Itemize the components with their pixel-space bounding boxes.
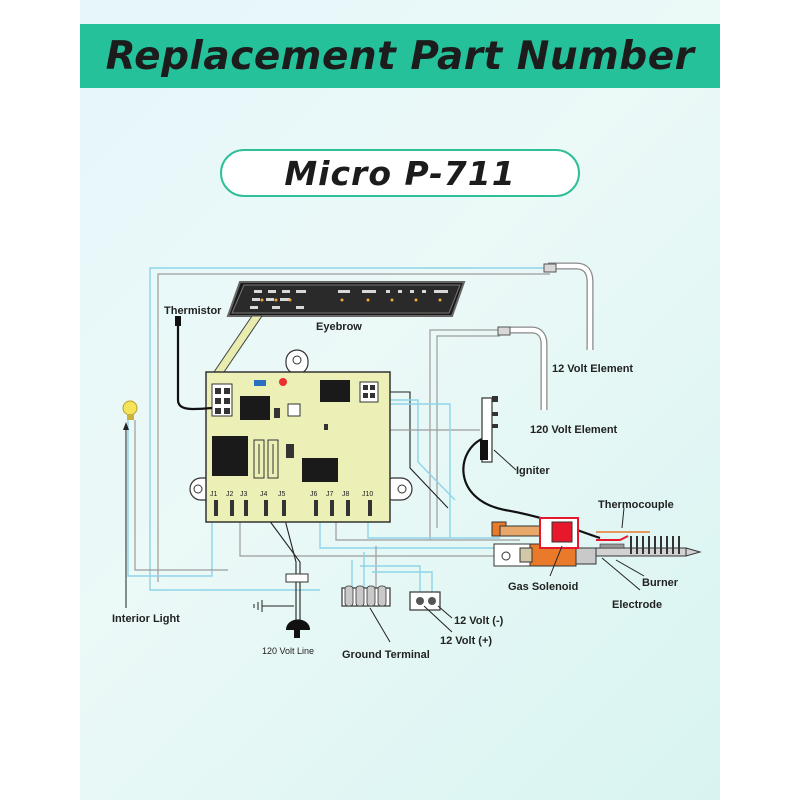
label-thermistor: Thermistor [164,305,222,317]
component-labels: Thermistor Eyebrow 12 Volt Element 120 V… [112,305,679,661]
pin-j6: J6 [310,491,318,498]
pin-labels: J1 J2 J3 J4 J5 J6 J7 J8 J10 [210,491,373,498]
ground-icon [253,600,263,612]
wire-j4-line [265,515,301,620]
eyebrow-panel [226,281,466,317]
element-120v [497,326,548,410]
gas-valve-assembly [491,517,702,567]
wire-connector-b [378,399,456,501]
wire-j7 [335,520,520,541]
pin-j4: J4 [260,491,268,498]
pin-j8: J8 [342,491,350,498]
label-gas-solenoid: Gas Solenoid [508,581,578,593]
label-12v-neg: 12 Volt (-) [454,615,504,627]
label-interior-light: Interior Light [112,613,180,625]
label-120v-element: 120 Volt Element [530,424,618,436]
label-120v-line: 120 Volt Line [262,646,314,656]
label-electrode: Electrode [612,599,662,611]
pin-j10: J10 [362,491,373,498]
label-12v-element: 12 Volt Element [552,363,633,375]
ribbon-cable [213,315,263,373]
fuse-block [253,439,279,479]
wire-120v-element [429,329,500,540]
igniter [480,396,498,463]
banner-title: Replacement Part Number [105,33,695,79]
wire-outer-blue [149,267,550,591]
wire-light [127,420,213,577]
pin-j3: J3 [240,491,248,498]
thermistor-connector [211,383,233,417]
wire-120v-element-2 [436,335,500,528]
title-banner: Replacement Part Number [80,24,720,88]
leader-lines [123,422,645,643]
label-burner: Burner [642,577,679,589]
control-board: J1 J2 J3 J4 J5 J6 J7 J8 J10 [189,349,413,523]
label-eyebrow: Eyebrow [316,321,362,333]
pin-j5: J5 [278,491,286,498]
label-ground-terminal: Ground Terminal [342,649,430,661]
element-12v [543,262,594,350]
terminal-12v-block [409,591,441,611]
label-12v-pos: 12 Volt (+) [440,635,492,647]
label-igniter: Igniter [516,465,550,477]
power-plug [262,573,310,638]
wire-j10 [367,518,500,539]
label-thermocouple: Thermocouple [598,499,674,511]
wire-light-2 [134,420,228,571]
interior-light-bulb [122,400,138,420]
thermistor-sensor [175,316,213,411]
wire-12v-pos [372,571,433,596]
model-name: Micro P-711 [284,153,516,193]
wire-j3 [239,520,540,557]
pin-j2: J2 [226,491,234,498]
pin-j7: J7 [326,491,334,498]
ground-terminal-block [341,585,391,607]
wire-outer-gray [157,273,550,582]
element-connector [359,381,379,403]
burner-fins [630,536,680,554]
pin-j1: J1 [210,491,218,498]
model-pill: Micro P-711 [220,149,580,197]
wire-blue-right [370,403,451,538]
wire-j6 [319,520,560,549]
wire-j5-line [283,515,297,620]
wire-12v-neg [360,565,421,596]
